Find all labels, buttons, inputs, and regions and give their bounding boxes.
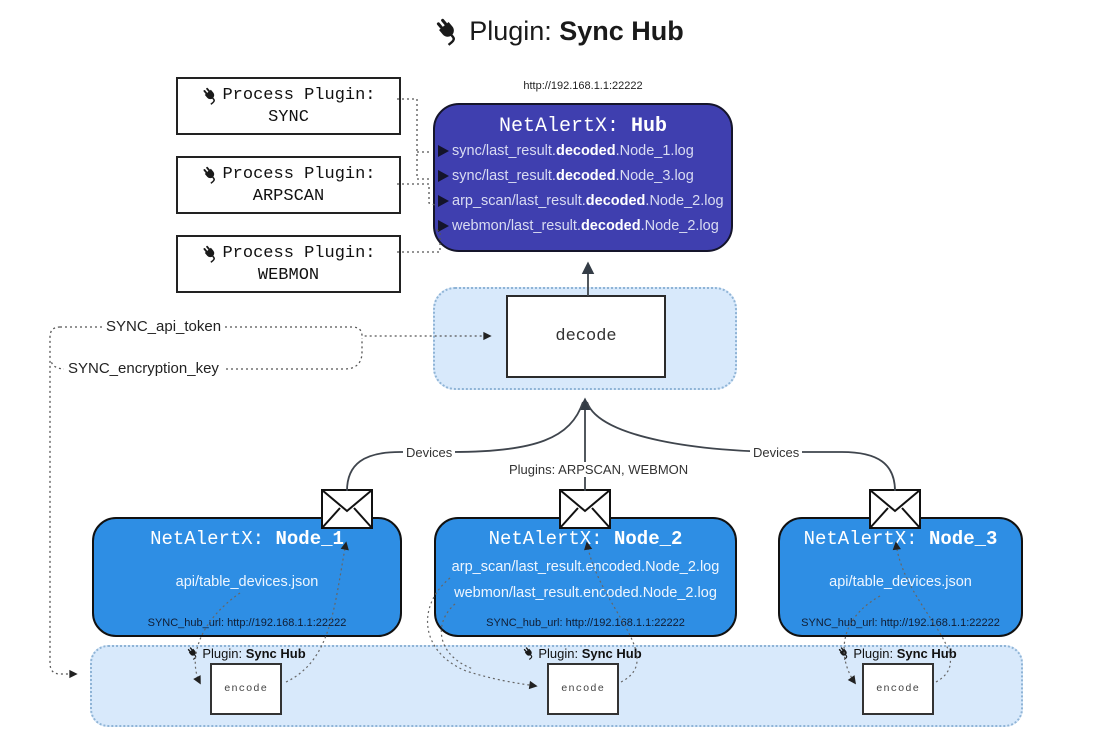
hub-log-line: sync/last_result.decoded.Node_3.log: [435, 163, 731, 188]
envelope-icon: [321, 489, 373, 529]
encode-label: encode: [561, 683, 605, 695]
process-plugin-box-webmon: Process Plugin: WEBMON: [176, 235, 401, 293]
decode-label: decode: [555, 327, 617, 346]
arrow-right-icon: [438, 144, 449, 157]
envelope-icon: [559, 489, 611, 529]
devices-label-left: Devices: [403, 445, 456, 460]
encode-box: encode: [547, 663, 619, 715]
envelope-icon: [869, 489, 921, 529]
encode-group-label: Plugin: Sync Hub: [827, 645, 967, 661]
edge-key-to-encode-group: [49, 326, 78, 679]
plug-icon: [432, 15, 462, 47]
page-title: Plugin: Sync Hub: [0, 15, 1117, 47]
hub-title: NetAlertX: Hub: [435, 115, 731, 138]
encode-box: encode: [210, 663, 282, 715]
node-hub-url: SYNC_hub_url: http://192.168.1.1:22222: [147, 617, 347, 629]
process-plugin-label: Process Plugin:: [222, 243, 376, 263]
node-title: NetAlertX: Node_3: [803, 528, 998, 550]
process-plugin-box-arpscan: Process Plugin: ARPSCAN: [176, 156, 401, 214]
process-plugin-box-sync: Process Plugin: SYNC: [176, 77, 401, 135]
process-plugin-name: ARPSCAN: [252, 186, 325, 206]
encode-group-label: Plugin: Sync Hub: [512, 645, 652, 661]
process-plugin-name: WEBMON: [257, 265, 320, 285]
node-content-line: api/table_devices.json: [829, 574, 972, 590]
encode-box: encode: [862, 663, 934, 715]
node-box-node-1: NetAlertX: Node_1 api/table_devices.json…: [92, 517, 402, 637]
plug-icon: [201, 164, 220, 184]
page-title-prefix: Plugin:: [469, 16, 552, 46]
edge-node3-to-decode: [586, 401, 896, 492]
sync-encryption-key-label: SYNC_encryption_key: [64, 360, 223, 377]
node-content-line: webmon/last_result.encoded.Node_2.log: [454, 585, 717, 601]
hub-title-prefix: NetAlertX:: [498, 115, 619, 138]
devices-label-right: Devices: [750, 445, 803, 460]
node-box-node-3: NetAlertX: Node_3 api/table_devices.json…: [778, 517, 1023, 637]
decode-box: decode: [506, 295, 666, 378]
edge-arpscan-plugin: [397, 183, 436, 206]
hub-url-label: http://192.168.1.1:22222: [523, 80, 643, 92]
encode-group-label: Plugin: Sync Hub: [176, 645, 316, 661]
plug-icon: [521, 645, 536, 661]
process-plugin-label: Process Plugin:: [222, 164, 376, 184]
encode-label: encode: [876, 683, 920, 695]
node-content-line: api/table_devices.json: [175, 574, 319, 590]
node-title: NetAlertX: Node_1: [150, 528, 344, 550]
plug-icon: [201, 243, 220, 263]
plug-icon: [201, 85, 220, 105]
process-plugin-name: SYNC: [268, 107, 309, 127]
process-plugin-label: Process Plugin:: [222, 85, 376, 105]
edge-node1-to-decode: [346, 401, 584, 492]
hub-log-line: arp_scan/last_result.decoded.Node_2.log: [435, 188, 731, 213]
plug-icon: [185, 645, 200, 661]
encode-label: encode: [224, 683, 268, 695]
hub-log-line: sync/last_result.decoded.Node_1.log: [435, 138, 731, 163]
node-content-line: arp_scan/last_result.encoded.Node_2.log: [451, 559, 720, 575]
arrow-right-icon: [438, 194, 449, 207]
hub-log-line: webmon/last_result.decoded.Node_2.log: [435, 213, 731, 238]
plugins-label-mid: Plugins: ARPSCAN, WEBMON: [506, 462, 692, 477]
node-hub-url: SYNC_hub_url: http://192.168.1.1:22222: [486, 617, 685, 629]
hub-box: NetAlertX: Hub sync/last_result.decoded.…: [433, 103, 733, 252]
plug-icon: [836, 645, 851, 661]
arrow-right-icon: [438, 219, 449, 232]
node-hub-url: SYNC_hub_url: http://192.168.1.1:22222: [801, 617, 1000, 629]
sync-api-token-label: SYNC_api_token: [102, 318, 226, 335]
node-box-node-2: NetAlertX: Node_2 arp_scan/last_result.e…: [434, 517, 737, 637]
page-title-name: Sync Hub: [559, 16, 684, 46]
hub-title-name: Hub: [631, 115, 668, 138]
node-title: NetAlertX: Node_2: [488, 528, 683, 550]
arrow-right-icon: [438, 169, 449, 182]
